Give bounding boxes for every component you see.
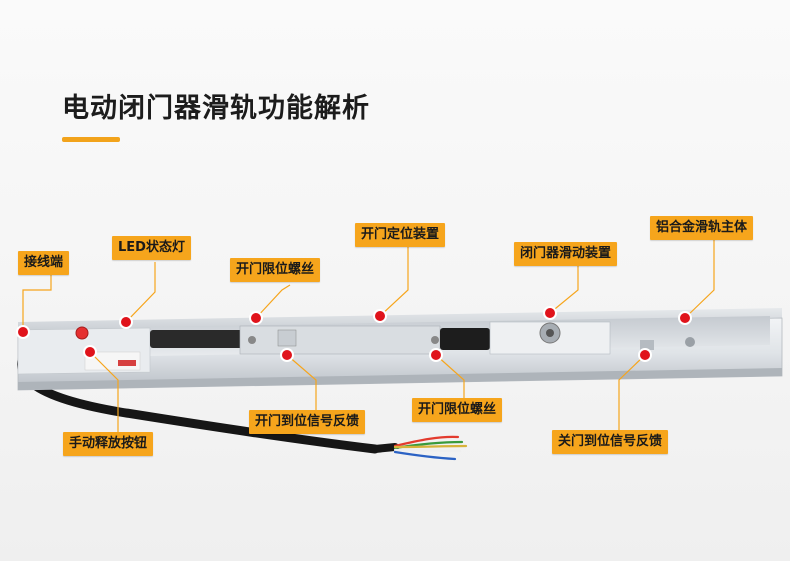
page-title: 电动闭门器滑轨功能解析 [62,93,370,124]
label-manual-release: 手动释放按钮 [63,432,154,456]
marker-open-feedback [280,348,294,362]
label-led-status: LED状态灯 [112,236,191,260]
label-aluminum-body: 铝合金滑轨主体 [650,216,754,240]
leader-lines [22,240,715,432]
label-open-limit-screw-top: 开门限位螺丝 [230,258,321,282]
marker-open-limit-bottom [429,348,443,362]
label-open-feedback: 开门到位信号反馈 [249,410,366,434]
marker-aluminum-body [678,311,692,325]
label-terminal: 接线端 [18,251,70,275]
label-open-limit-screw-bottom: 开门限位螺丝 [412,398,503,422]
marker-led [119,315,133,329]
cable-wires [393,435,468,461]
marker-open-limit-top [249,311,263,325]
label-open-position-device: 开门定位装置 [355,223,446,247]
internal-mechanism [150,321,695,355]
marker-terminal [16,325,30,339]
label-close-feedback: 关门到位信号反馈 [552,430,669,454]
label-closer-slide-device: 闭门器滑动装置 [514,242,618,266]
marker-slide-device [543,306,557,320]
marker-manual-release [83,345,97,359]
marker-open-position [373,309,387,323]
marker-close-feedback [638,348,652,362]
title-underline [62,137,120,142]
manual-release-button-graphic [75,326,89,340]
